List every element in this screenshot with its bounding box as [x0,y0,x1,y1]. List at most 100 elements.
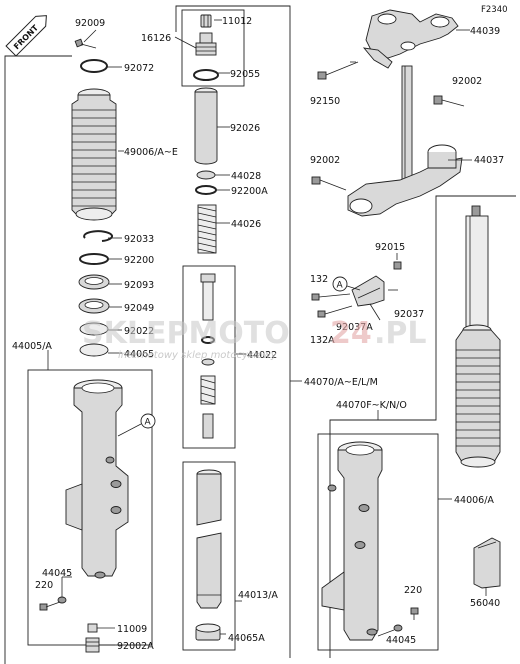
bolt-220-right [410,607,419,620]
spacer-tube-92026 [194,87,218,165]
o-ring-92055 [193,69,219,81]
inner-tube-right [465,205,489,331]
left-assembly-frame [4,55,72,664]
lower-bracket-44037 [347,144,463,217]
steering-stem [401,65,413,187]
label-44039: 44039 [470,26,500,37]
left-leg-bracket [65,483,83,531]
bolt-92150 [317,61,359,80]
nut-92015 [393,261,402,270]
bushing-92022 [79,322,109,336]
label-92093: 92093 [124,280,154,291]
svg-text:A: A [145,418,152,428]
cap-group-frame [181,9,245,87]
label-56040: 56040 [470,598,500,609]
label-92026: 92026 [230,123,260,134]
label-44037: 44037 [474,155,504,166]
outer-tube-44005 [67,379,129,579]
bolt-92002-upper [433,95,465,107]
watermark-tld: .PL [374,316,427,351]
fork-boot-right [455,324,501,468]
damper-rod-44022 [200,273,216,439]
label-16126: 16126 [141,33,171,44]
washer-92200A [195,185,217,195]
bolt-132A [317,305,353,318]
bolt-92002-lower [311,176,347,191]
dust-seal-92049 [78,298,110,314]
label-92200A: 92200A [231,186,268,197]
bushing-44065A [195,623,221,641]
label-44065: 44065 [124,349,154,360]
clamp-92072 [80,59,108,73]
watermark: SKLEPMOTO 24 .PL internetowy sklep motoc… [82,316,427,361]
label-11012: 11012 [222,16,252,27]
watermark-tagline: internetowy sklep motocyklowy [118,350,278,361]
circlip-92033 [83,230,114,242]
label-92200: 92200 [124,255,154,266]
bushing-44065 [79,343,109,357]
cap-16126 [195,32,217,56]
spring-44026 [197,204,217,254]
front-direction-tag: FRONT [5,15,47,57]
label-92072: 92072 [124,63,154,74]
svg-text:A: A [337,281,344,291]
label-44013: 44013/A [238,590,278,601]
label-44028: 44028 [231,171,261,182]
cartridge-group-frame [182,461,236,651]
bolt-11009 [87,623,115,633]
label-44022: 44022 [247,350,277,361]
seat-44028 [196,170,216,180]
center-assembly-frame [175,5,291,658]
bolt-220-left [39,601,61,611]
label-44065A: 44065A [228,633,265,644]
label-92150: 92150 [310,96,340,107]
label-92033: 92033 [124,234,154,245]
right-tube-frame [317,433,439,651]
watermark-brand-b: 24 [330,316,372,351]
label-92037: 92037 [394,309,424,320]
label-132A: 132A [310,335,335,346]
label-220-right: 220 [404,585,422,596]
label-92002-upper: 92002 [452,76,482,87]
label-92009: 92009 [75,18,105,29]
right-assembly-frame [329,195,516,658]
label-92002-lower: 92002 [310,155,340,166]
leader-lines [47,19,487,635]
label-92055: 92055 [230,69,260,80]
callout-a-left: A [117,413,156,437]
label-44070-b: 44070F~K/N/O [336,400,407,411]
label-44045-right: 44045 [386,635,416,646]
washer-92200 [79,253,109,265]
cartridge-44013 [196,469,222,609]
fork-boot-49006 [71,88,117,221]
label-44045-left: 44045 [42,568,72,579]
washer-44045-right [377,624,403,637]
bolt-11012 [200,14,212,28]
watermark-brand-a: SKLEPMOTO [82,316,290,351]
oil-seal-92093 [78,274,110,290]
label-92002A: 92002A [117,641,154,652]
label-220-left: 220 [35,580,53,591]
label-132: 132 [310,274,328,285]
label-44005: 44005/A [12,341,52,352]
label-44006: 44006/A [454,495,494,506]
label-92037A: 92037A [336,322,373,333]
washer-44045-left [57,577,67,604]
outer-tube-44006 [321,441,383,641]
label-44026: 44026 [231,219,261,230]
damper-group-frame [182,265,236,449]
bolt-92009 [74,38,97,49]
bracket-92037 [351,275,385,307]
gasket-92002A [85,637,115,653]
label-92022: 92022 [124,326,154,337]
label-44070-a: 44070/A~E/L/M [304,377,378,388]
label-92015: 92015 [375,242,405,253]
callout-a-right: A [332,276,361,292]
label-11009: 11009 [117,624,147,635]
label-92049: 92049 [124,303,154,314]
label-49006: 49006/A~E [124,147,178,158]
diagram-code: F2340 [481,5,508,15]
upper-bracket-44039 [362,9,459,69]
